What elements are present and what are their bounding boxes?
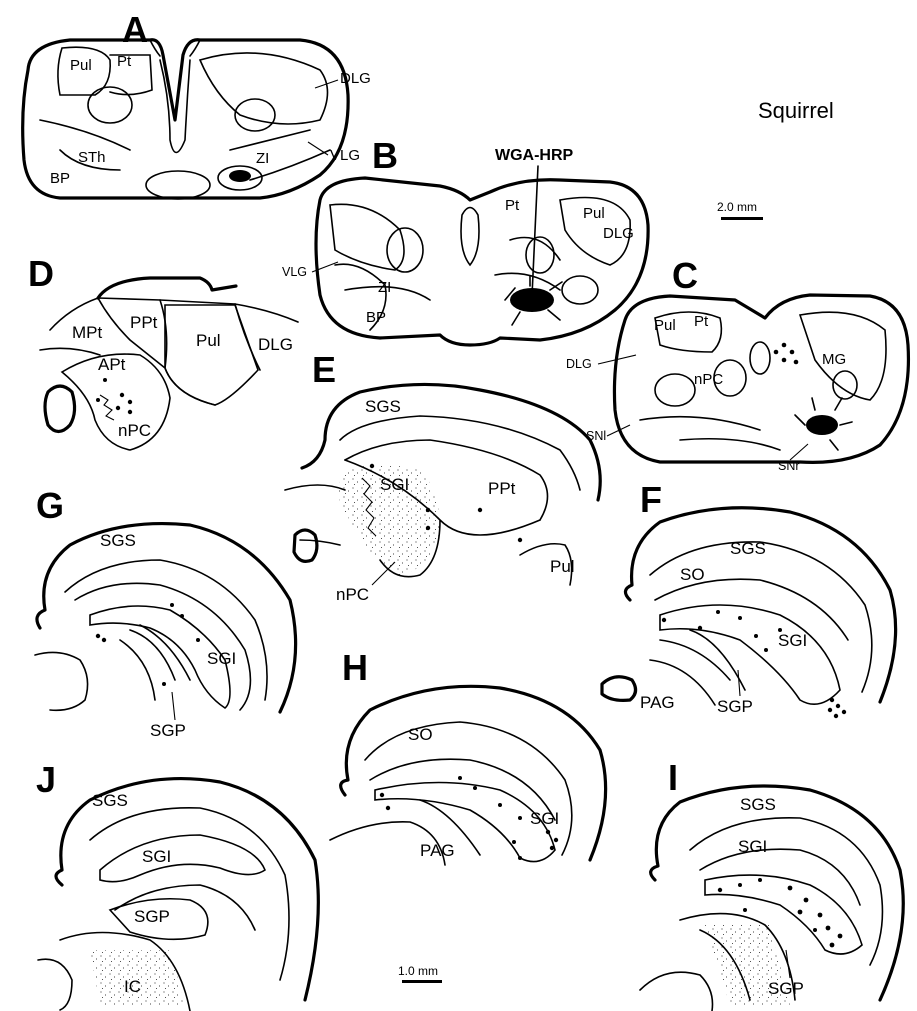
panel-d-label-apt: APt — [98, 355, 126, 374]
panel-b-label-dlg: DLG — [603, 225, 634, 242]
panel-h: H SO SGI PAG — [330, 647, 606, 865]
scale-bar-large — [721, 217, 763, 220]
panel-i-label-sgi: SGI — [738, 837, 767, 856]
panel-d-letter: D — [28, 253, 54, 294]
panel-b-injection-spot — [510, 288, 554, 312]
panel-a: A Pul Pt DLG STh BP ZI VLG — [23, 9, 371, 199]
panel-d-label-dlg: DLG — [258, 335, 293, 354]
panel-c-label-dlg: DLG — [566, 357, 592, 371]
panel-e-aqueduct — [294, 530, 317, 561]
species-label: Squirrel — [758, 98, 834, 123]
panel-f-label-pag: PAG — [640, 693, 675, 712]
panel-f-aqueduct — [602, 677, 636, 701]
panel-f-label-sgi: SGI — [778, 631, 807, 650]
panel-d-label-ppt: PPt — [130, 313, 158, 332]
panel-b-label-vlg: VLG — [282, 265, 307, 279]
panel-i: I SGS SGI SGP — [640, 757, 903, 1011]
panel-j-label-sgi: SGI — [142, 847, 171, 866]
panel-d-label-pul: Pul — [196, 331, 221, 350]
panel-a-label-bp: BP — [50, 170, 70, 187]
panel-j-sgi-region — [100, 835, 265, 882]
panel-h-label-so: SO — [408, 725, 433, 744]
panel-e-label-ppt: PPt — [488, 479, 516, 498]
panel-h-dorsal-outline — [341, 686, 606, 860]
panel-j-label-sgp: SGP — [134, 907, 170, 926]
panel-c-label-snr: SNr — [778, 459, 800, 473]
panel-a-label-pul: Pul — [70, 57, 92, 74]
panel-f-dorsal-outline — [625, 508, 895, 702]
panel-a-letter: A — [122, 9, 148, 50]
panel-b-label-zi: ZI — [378, 279, 391, 296]
panel-c-label-npc: nPC — [694, 371, 723, 388]
panel-j-letter: J — [36, 759, 56, 800]
scale-bar-small-label: 1.0 mm — [398, 964, 438, 978]
panel-g: G SGS SGI SGP — [35, 485, 296, 740]
panel-b-label-pul: Pul — [583, 205, 605, 222]
panel-f-label-sgs: SGS — [730, 539, 766, 558]
panel-d-label-npc: nPC — [118, 421, 151, 440]
panel-h-letter: H — [342, 647, 368, 688]
panel-g-dorsal-outline — [37, 524, 296, 712]
panel-j-label-sgs: SGS — [92, 791, 128, 810]
scale-bar-large-label: 2.0 mm — [717, 200, 757, 214]
panel-d: D MPt PPt Pul DLG APt nPC — [28, 253, 298, 450]
panel-e-label-sgi: SGI — [380, 475, 409, 494]
panel-c: C Pul Pt DLG nPC MG SNl SNr — [566, 255, 908, 473]
tracer-label: WGA-HRP — [495, 147, 574, 164]
panel-a-label-pt: Pt — [117, 53, 132, 70]
panel-d-dorsal-outline — [98, 278, 236, 298]
panel-j: J SGS SGI SGP IC — [36, 759, 318, 1011]
panel-i-label-sgs: SGS — [740, 795, 776, 814]
panel-b-label-bp: BP — [366, 309, 386, 326]
panel-e-label-pul: Pul — [550, 557, 575, 576]
panel-d-label-mpt: MPt — [72, 323, 103, 342]
panel-b-label-pt: Pt — [505, 197, 520, 214]
panel-f-label-so: SO — [680, 565, 705, 584]
panel-b: B Pt Pul DLG VLG ZI BP — [282, 135, 648, 345]
panel-j-label-ic: IC — [124, 977, 141, 996]
panel-f-sgi-region — [660, 605, 840, 704]
panel-d-aqueduct — [45, 386, 75, 432]
panel-a-label-sth: STh — [78, 149, 106, 166]
panel-a-injection-spot — [229, 170, 251, 182]
panel-h-label-pag: PAG — [420, 841, 455, 860]
panel-f-letter: F — [640, 479, 662, 520]
panel-a-label-dlg: DLG — [340, 70, 371, 87]
panel-c-label-mg: MG — [822, 351, 846, 368]
panel-g-label-sgp: SGP — [150, 721, 186, 740]
panel-f: F SGS SO SGI PAG SGP — [602, 479, 896, 718]
panel-g-label-sgs: SGS — [100, 531, 136, 550]
panel-a-label-zi: ZI — [256, 150, 269, 167]
panel-a-dlg-region — [200, 53, 328, 124]
panel-e: E SGS SGI PPt Pul nPC — [285, 349, 600, 604]
panel-h-label-sgi: SGI — [530, 809, 559, 828]
panel-g-letter: G — [36, 485, 64, 526]
panel-i-label-sgp: SGP — [768, 979, 804, 998]
panel-d-pul-region — [165, 305, 258, 405]
panel-e-label-npc: nPC — [336, 585, 369, 604]
panel-f-label-sgp: SGP — [717, 697, 753, 716]
scale-bar-small — [402, 980, 442, 983]
panel-a-label-vlg: VLG — [330, 147, 360, 164]
panel-e-letter: E — [312, 349, 336, 390]
panel-c-label-pul: Pul — [654, 317, 676, 334]
panel-e-label-sgs: SGS — [365, 397, 401, 416]
panel-i-letter: I — [668, 757, 678, 798]
panel-g-label-sgi: SGI — [207, 649, 236, 668]
panel-c-injection-spot — [806, 415, 838, 435]
panel-b-letter: B — [372, 135, 398, 176]
panel-c-label-pt: Pt — [694, 313, 709, 330]
panel-c-letter: C — [672, 255, 698, 296]
